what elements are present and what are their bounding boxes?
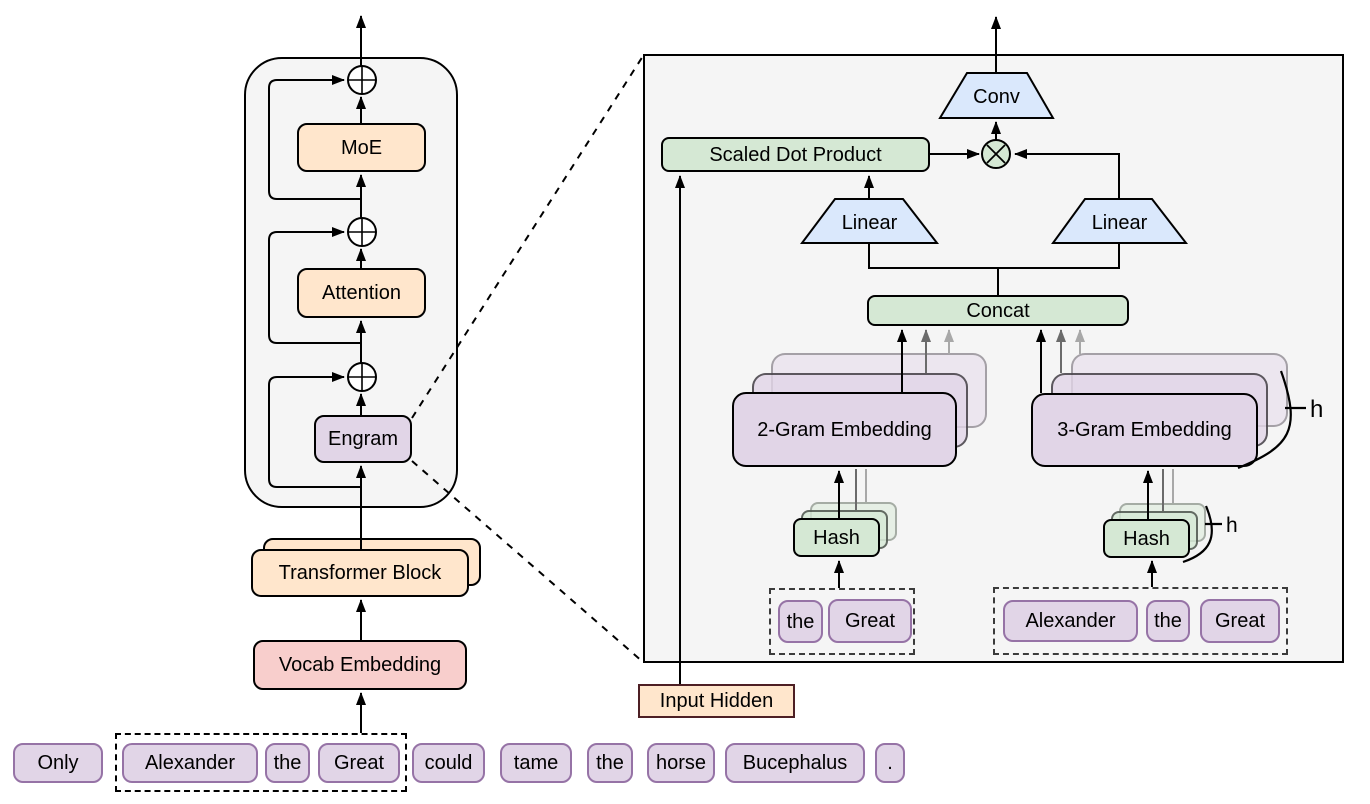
multiply-icon xyxy=(981,139,1011,169)
attention-label: Attention xyxy=(322,282,401,304)
input-hidden-block: Input Hidden xyxy=(638,684,795,718)
sentence-token: tame xyxy=(500,743,572,783)
hash-heads-swoosh xyxy=(1182,505,1213,564)
token-label: could xyxy=(424,752,473,774)
sentence-token: Bucephalus xyxy=(725,743,865,783)
linear-left-trapezoid xyxy=(800,198,940,244)
moe-block: MoE xyxy=(297,123,426,172)
bigram-embedding-label: 2-Gram Embedding xyxy=(757,418,932,441)
scaled-dot-product-label: Scaled Dot Product xyxy=(709,143,882,166)
trigram-token-group xyxy=(993,587,1288,655)
conv-trapezoid xyxy=(938,72,1055,119)
zoom-callout-lines xyxy=(411,55,644,663)
linear-right-label: Linear xyxy=(1060,206,1179,240)
vocab-embedding-label: Vocab Embedding xyxy=(278,654,442,676)
linear-text: Linear xyxy=(1091,211,1148,234)
token-label: Bucephalus xyxy=(742,752,848,774)
input-hidden-label: Input Hidden xyxy=(659,690,774,712)
sentence-token: Only xyxy=(13,743,103,783)
trigram-token: the xyxy=(1146,600,1190,642)
token-label: Great xyxy=(333,752,385,774)
engram-label: Engram xyxy=(327,428,399,450)
embedding-heads-swoosh xyxy=(1237,370,1292,470)
sentence-token: . xyxy=(875,743,905,783)
residual-add-icons xyxy=(347,65,377,392)
panel-wires xyxy=(675,16,1174,684)
vocab-embedding-block: Vocab Embedding xyxy=(253,640,467,690)
sentence-token: could xyxy=(412,743,485,783)
token-label: the xyxy=(596,752,624,774)
sentence-token: the xyxy=(265,743,310,783)
linear-right-trapezoid xyxy=(1051,198,1189,244)
token-label: the xyxy=(1154,610,1182,632)
bigram-token: Great xyxy=(828,599,912,643)
conv-label: Conv xyxy=(950,80,1043,114)
hash-right-block: Hash xyxy=(1103,519,1190,558)
hash-label: Hash xyxy=(813,526,860,549)
token-label: Alexander xyxy=(1025,610,1116,632)
attention-block: Attention xyxy=(297,268,426,318)
bigram-token-group xyxy=(769,588,915,655)
token-label: the xyxy=(273,752,302,774)
token-label: Only xyxy=(37,752,79,774)
token-label: Alexander xyxy=(144,752,236,774)
hash-left-block: Hash xyxy=(793,518,880,557)
transformer-block: Transformer Block xyxy=(251,549,469,597)
sentence-token: Great xyxy=(318,743,400,783)
token-label: horse xyxy=(655,752,707,774)
hash-label: Hash xyxy=(1123,527,1170,550)
linear-text: Linear xyxy=(841,211,898,234)
trapezoid-shapes xyxy=(800,72,1189,244)
scaled-dot-product-block: Scaled Dot Product xyxy=(661,137,930,172)
token-label: . xyxy=(887,752,893,774)
sentence-token: Alexander xyxy=(122,743,258,783)
concat-block: Concat xyxy=(867,295,1129,326)
linear-left-label: Linear xyxy=(810,206,929,240)
sentence-token: the xyxy=(587,743,633,783)
transformer-block-label: Transformer Block xyxy=(278,562,442,584)
bigram-embedding-block: 2-Gram Embedding xyxy=(732,392,957,467)
concat-label: Concat xyxy=(966,299,1030,322)
sentence-token: horse xyxy=(647,743,715,783)
token-label: Great xyxy=(1214,610,1266,632)
left-diagram-wires xyxy=(268,15,366,733)
token-label: tame xyxy=(513,752,559,774)
hash-heads-label: h xyxy=(1226,514,1238,537)
trigram-embedding-block: 3-Gram Embedding xyxy=(1031,393,1258,467)
embedding-heads-label: h xyxy=(1310,396,1323,423)
trigram-embedding-label: 3-Gram Embedding xyxy=(1057,419,1232,441)
moe-label: MoE xyxy=(340,136,383,159)
trigram-token: Alexander xyxy=(1003,600,1138,642)
token-label: Great xyxy=(844,610,896,632)
trigram-token: Great xyxy=(1200,599,1280,643)
bigram-token: the xyxy=(778,600,823,643)
sentence-ngram-span-box xyxy=(115,733,407,792)
engram-block: Engram xyxy=(314,415,412,463)
conv-text: Conv xyxy=(973,85,1020,108)
token-label: the xyxy=(786,610,815,633)
